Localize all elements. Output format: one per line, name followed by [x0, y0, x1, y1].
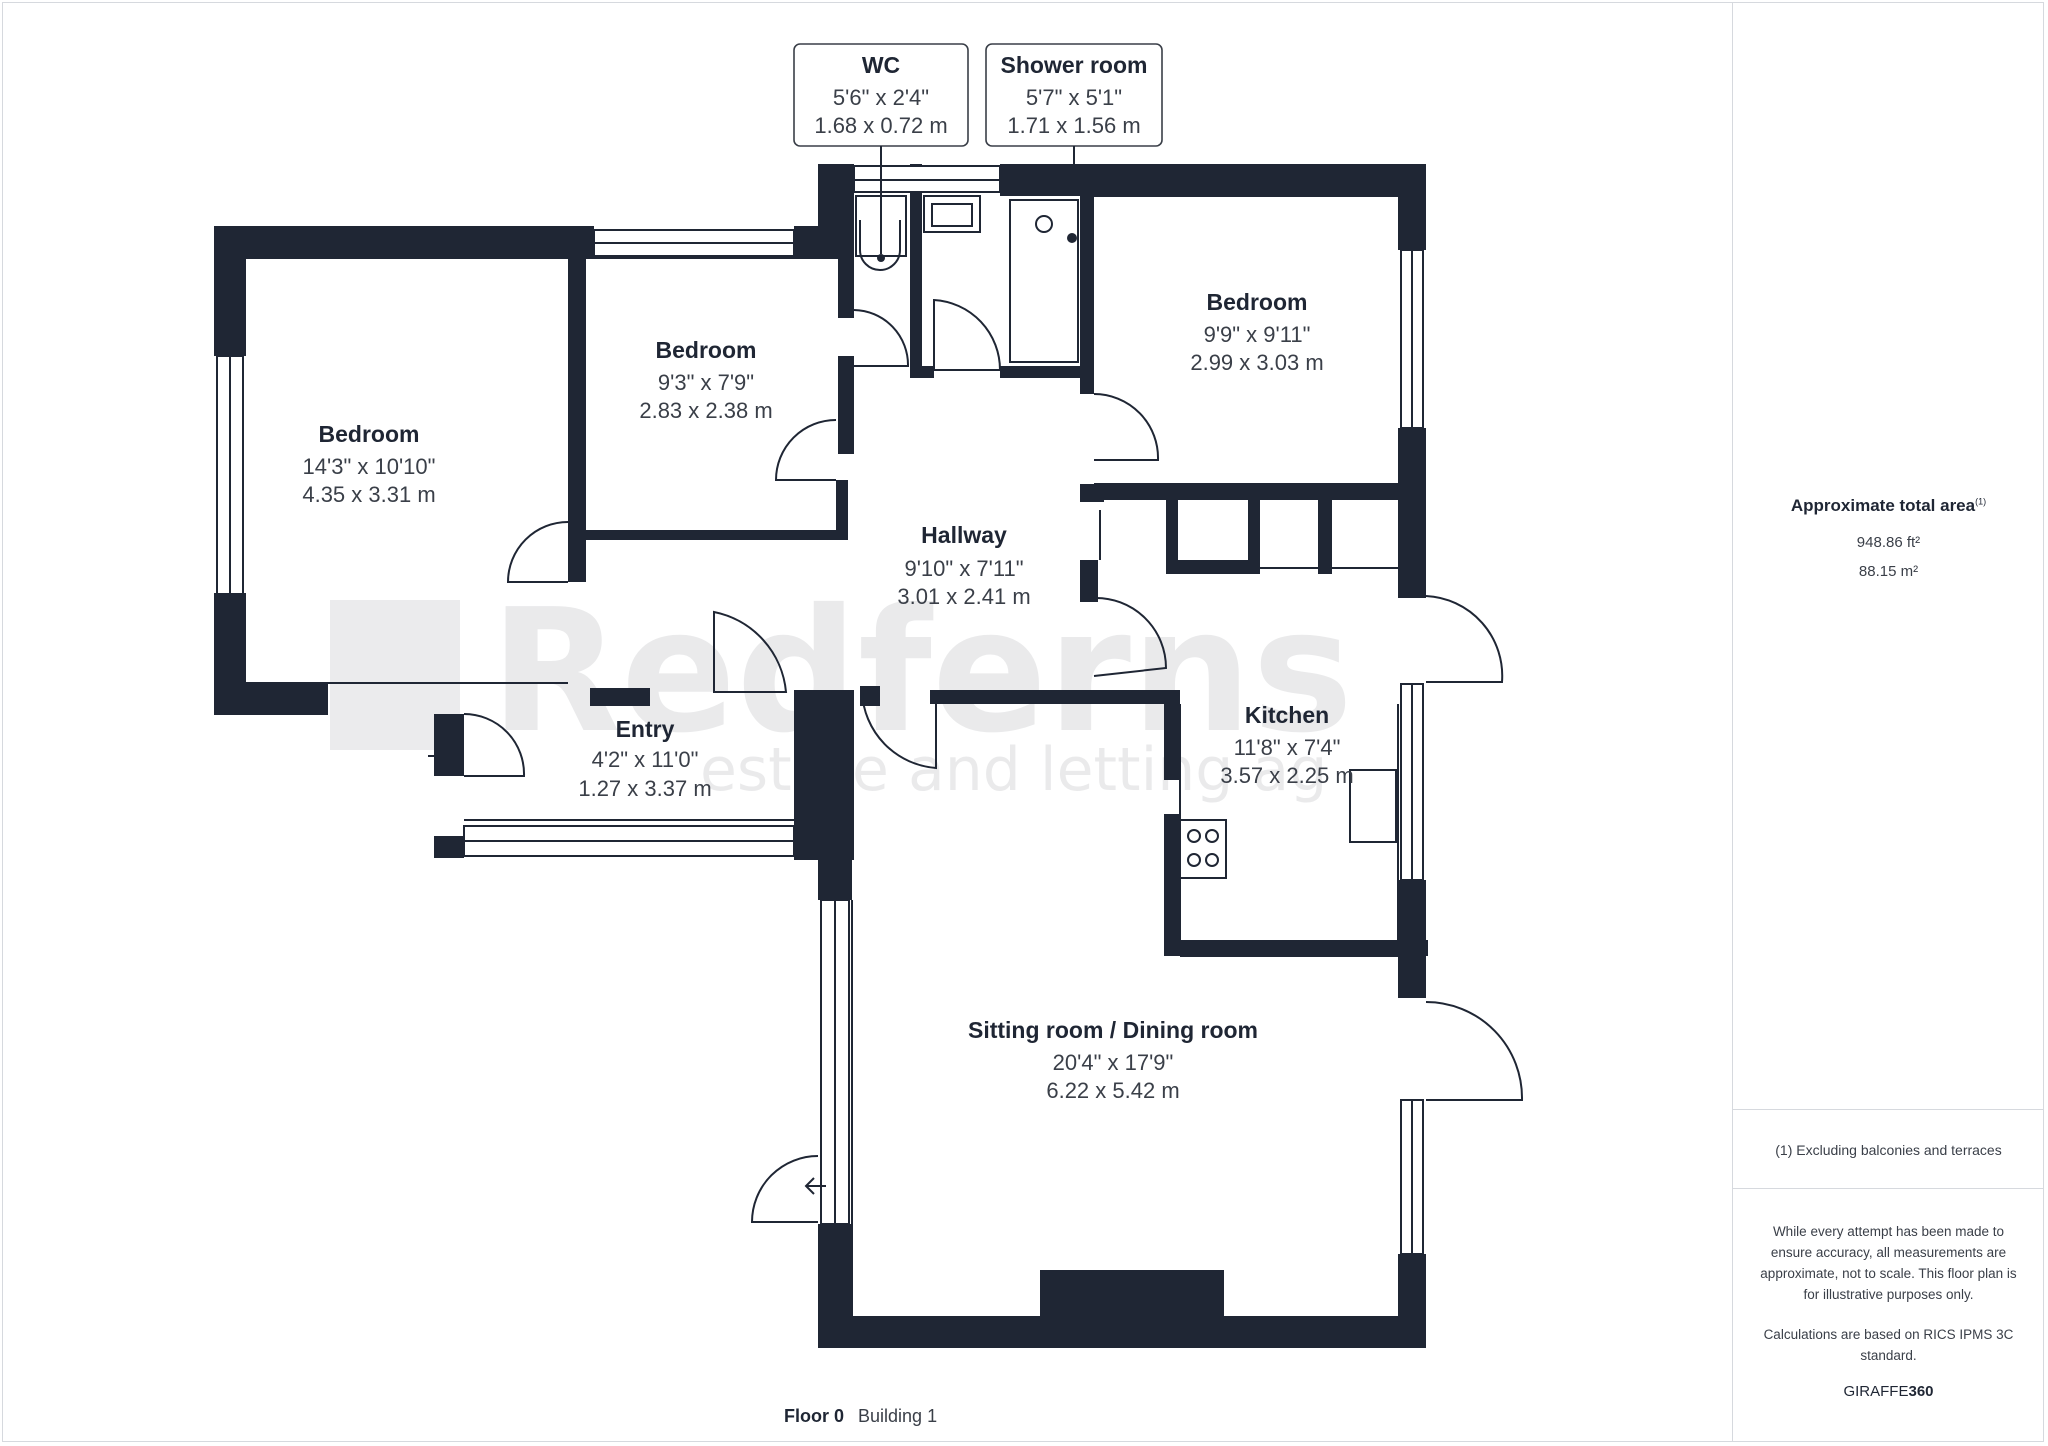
- door-shower: [933, 298, 1002, 371]
- shower-tray: [1009, 199, 1079, 363]
- room-name: Bedroom: [319, 421, 420, 447]
- door-side: [1425, 595, 1504, 683]
- door-bedroom-right: [1093, 393, 1160, 461]
- room-name: Kitchen: [1245, 702, 1329, 728]
- area-ft: 948.86 ft²: [1856, 534, 1921, 551]
- interior-lines: [246, 195, 1399, 1316]
- room-label-bedroom-small: Bedroom 9'3" x 7'9" 2.83 x 2.38 m: [639, 337, 772, 423]
- room-metric: 3.01 x 2.41 m: [897, 584, 1030, 609]
- door-bedroom-large: [506, 521, 569, 583]
- windows: [216, 165, 1424, 1255]
- area-title: Approximate total area(1): [1733, 496, 2044, 516]
- area-footnote: (1) Excluding balconies and terraces: [1775, 1142, 2002, 1158]
- floor-name: Floor 0: [784, 1406, 845, 1426]
- room-imperial: 9'3" x 7'9": [658, 370, 754, 395]
- entry-arrow-icon: [428, 747, 450, 765]
- divider: [1733, 1188, 2044, 1189]
- room-name: Entry: [616, 716, 675, 742]
- room-tag-wc: WC 5'6" x 2'4" 1.68 x 0.72 m: [793, 43, 969, 254]
- room-imperial: 4'2" x 11'0": [592, 747, 699, 772]
- disclaimer: While every attempt has been made to ens…: [1760, 1224, 2017, 1302]
- brand-bold: 360: [1908, 1383, 1934, 1400]
- room-name: Sitting room / Dining room: [968, 1017, 1258, 1043]
- room-label-sitting: Sitting room / Dining room 20'4" x 17'9"…: [968, 1017, 1258, 1103]
- room-metric: 3.57 x 2.25 m: [1220, 763, 1353, 788]
- floor-plan: Redferns estate and letting ag: [214, 43, 1524, 1348]
- room-tag-shower: Shower room 5'7" x 5'1" 1.71 x 1.56 m: [985, 43, 1163, 166]
- area-m: 88.15 m²: [1858, 563, 1919, 580]
- room-imperial: 5'7" x 5'1": [1026, 85, 1122, 110]
- basin: [923, 195, 981, 233]
- room-label-hallway: Hallway 9'10" x 7'11" 3.01 x 2.41 m: [897, 522, 1030, 609]
- room-name: Hallway: [921, 522, 1007, 548]
- room-imperial: 5'6" x 2'4": [833, 85, 929, 110]
- room-metric: 2.83 x 2.38 m: [639, 398, 772, 423]
- room-imperial: 9'9" x 9'11": [1204, 322, 1311, 347]
- divider: [1733, 1109, 2044, 1110]
- room-metric: 4.35 x 3.31 m: [302, 482, 435, 507]
- door-bedroom-small: [774, 419, 837, 481]
- doors: [463, 298, 1524, 1223]
- area-title-text: Approximate total area: [1790, 496, 1976, 515]
- brand-light: GIRAFFE: [1843, 1383, 1909, 1400]
- door-hall-sitting: [713, 610, 788, 693]
- floor-label: Floor 0 Building 1: [784, 1406, 937, 1427]
- wc-bowl: [859, 220, 901, 271]
- room-name: Bedroom: [656, 337, 757, 363]
- room-name: Shower room: [1001, 52, 1148, 78]
- watermark-brand: Redferns: [490, 573, 1353, 771]
- room-metric: 2.99 x 3.03 m: [1190, 350, 1323, 375]
- kitchen-sink: [1349, 769, 1397, 843]
- room-metric: 6.22 x 5.42 m: [1046, 1078, 1179, 1103]
- brand-logo: GIRAFFE360: [1733, 1383, 2044, 1400]
- room-metric: 1.27 x 3.37 m: [578, 776, 711, 801]
- door-kitchen: [1093, 596, 1168, 677]
- door-sitting: [861, 691, 937, 770]
- room-name: Bedroom: [1207, 289, 1308, 315]
- room-label-bedroom-large: Bedroom 14'3" x 10'10" 4.35 x 3.31 m: [302, 421, 435, 507]
- door-entry: [463, 713, 526, 777]
- fireplace: [1097, 1271, 1165, 1313]
- room-metric: 1.71 x 1.56 m: [1007, 113, 1140, 138]
- door-sitting-side: [750, 1155, 819, 1223]
- room-imperial: 11'8" x 7'4": [1234, 735, 1341, 760]
- exit-arrow-icon: [804, 1177, 826, 1195]
- hob-icon: [1179, 819, 1227, 879]
- room-imperial: 9'10" x 7'11": [904, 556, 1023, 581]
- watermark: Redferns estate and letting ag: [330, 573, 1353, 805]
- info-sidebar: Approximate total area(1) 948.86 ft² 88.…: [1732, 2, 2044, 1442]
- walls: [214, 164, 1428, 1348]
- building-name: Building 1: [858, 1406, 938, 1426]
- fixtures: [428, 195, 1397, 1313]
- room-label-kitchen: Kitchen 11'8" x 7'4" 3.57 x 2.25 m: [1220, 702, 1353, 788]
- room-metric: 1.68 x 0.72 m: [814, 113, 947, 138]
- room-imperial: 20'4" x 17'9": [1053, 1050, 1174, 1075]
- room-name: WC: [862, 52, 900, 78]
- room-label-entry: Entry 4'2" x 11'0" 1.27 x 3.37 m: [578, 716, 711, 801]
- door-wc: [853, 309, 910, 367]
- door-garden: [1425, 1001, 1524, 1101]
- calculation-note: Calculations are based on RICS IPMS 3C s…: [1763, 1327, 2014, 1363]
- room-label-bedroom-right: Bedroom 9'9" x 9'11" 2.99 x 3.03 m: [1190, 289, 1323, 375]
- room-imperial: 14'3" x 10'10": [303, 454, 436, 479]
- area-note-marker: (1): [1975, 496, 1987, 507]
